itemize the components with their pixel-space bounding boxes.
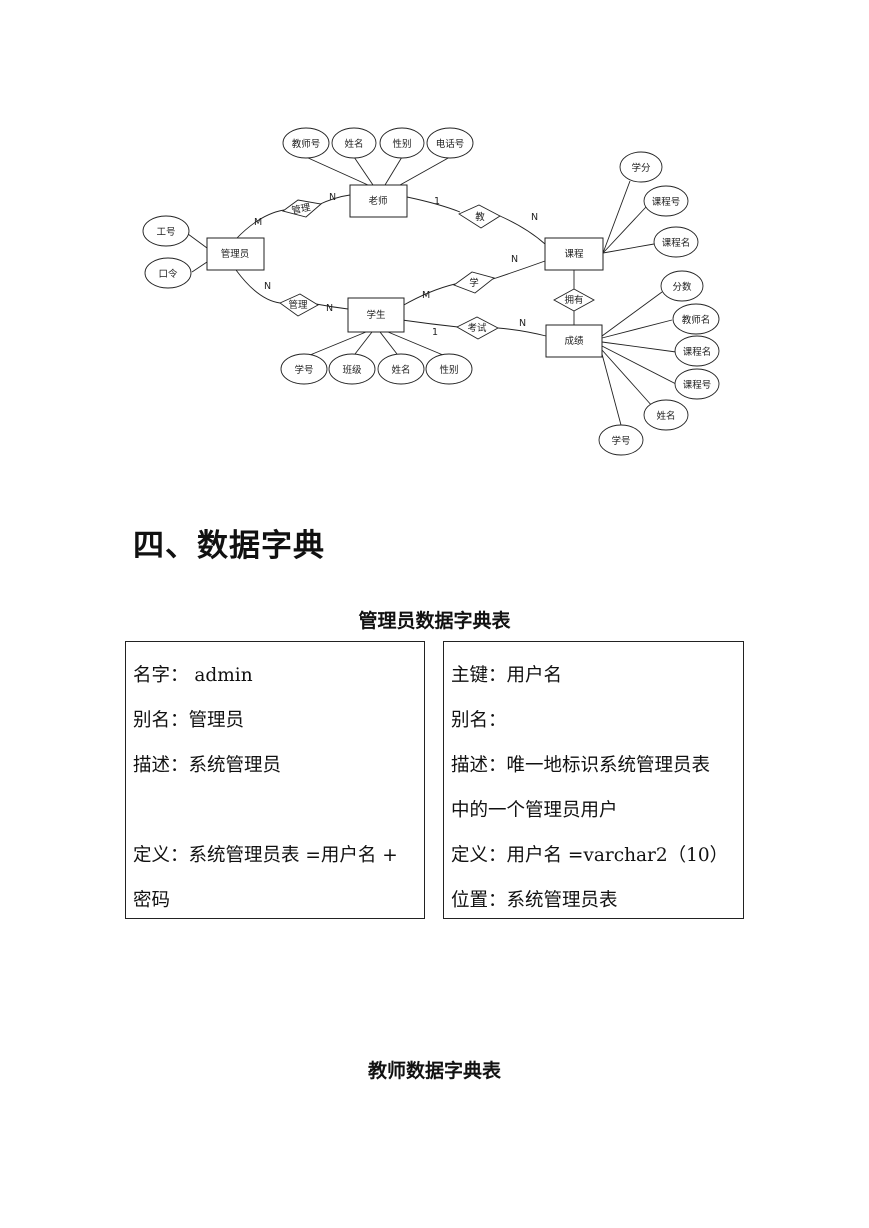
svg-text:考试: 考试 — [467, 322, 487, 334]
attr-grade-course-no-label: 课程号 — [683, 380, 712, 391]
er-diagram: 老师 管理员 学生 课程 成绩 管理 管理 教 学 拥有 考试 — [142, 127, 720, 456]
attr-course-credit — [619, 151, 663, 183]
teacher-table-title: 教师数据字典表 — [367, 1060, 501, 1082]
relationship-teach: 教 — [458, 204, 501, 229]
relationship-exam: 考试 — [456, 316, 499, 340]
card-admin-manage-teacher: M — [254, 217, 262, 228]
field-location: 位置：系统管理员表 — [451, 890, 618, 911]
entity-student: 学生 — [347, 297, 405, 333]
attr-grade-course-name-label: 课程名 — [683, 346, 712, 358]
admin-table-left-cell: 名字： admin 别名：管理员 描述：系统管理员 定义：系统管理员表 =用户名… — [125, 641, 425, 919]
attr-grade-teacher — [672, 303, 720, 335]
card-student-exam: 1 — [432, 327, 438, 338]
svg-text:管理: 管理 — [288, 299, 308, 311]
relationship-has: 拥有 — [553, 288, 595, 312]
entity-grade: 成绩 — [545, 324, 603, 358]
card-student-learn: M — [422, 290, 430, 301]
attr-admin-id — [142, 215, 190, 247]
attr-grade-score-label: 分数 — [672, 281, 692, 293]
svg-text:教: 教 — [475, 211, 485, 223]
attr-teacher-gender — [379, 127, 425, 159]
attr-admin-pwd — [144, 257, 192, 289]
entity-admin: 管理员 — [206, 237, 265, 271]
svg-text:成绩: 成绩 — [564, 335, 584, 347]
attr-student-name-label: 姓名 — [391, 364, 410, 376]
attr-admin-id-label: 工号 — [156, 227, 175, 238]
attr-student-gender-label: 性别 — [439, 364, 458, 376]
attr-teacher-gender-label: 性别 — [392, 138, 411, 150]
entity-teacher: 老师 — [349, 184, 408, 218]
field-description-right: 描述：唯一地标识系统管理员表 — [451, 755, 711, 776]
attr-course-name — [653, 226, 699, 258]
attr-grade-course-no — [674, 368, 720, 400]
card-manage-student: N — [326, 303, 333, 314]
svg-text:拥有: 拥有 — [564, 294, 583, 306]
attr-grade-teacher-label: 教师名 — [682, 314, 711, 326]
svg-text:管理: 管理 — [290, 201, 312, 217]
card-exam-grade: N — [519, 318, 526, 329]
field-alias: 别名：管理员 — [133, 710, 245, 731]
attr-teacher-id-label: 教师号 — [292, 138, 321, 150]
attr-grade-course-name — [674, 335, 720, 367]
attr-teacher-phone-label: 电话号 — [436, 138, 465, 150]
attr-grade-name — [643, 399, 689, 431]
attr-course-no-label: 课程号 — [652, 197, 681, 208]
attr-student-class — [328, 353, 376, 385]
admin-table-title: 管理员数据字典表 — [358, 610, 511, 632]
card-manage-teacher: N — [329, 192, 336, 203]
field-name: 名字： admin — [133, 665, 253, 686]
attr-student-no — [280, 353, 328, 385]
admin-table-right-cell: 主键：用户名 别名： 描述：唯一地标识系统管理员表 中的一个管理员用户 定义：用… — [443, 641, 744, 919]
relationship-manage-teacher: 管理 — [281, 199, 323, 218]
card-admin-manage-student: N — [264, 281, 271, 292]
entity-course: 课程 — [544, 237, 604, 271]
attr-student-gender — [425, 353, 473, 385]
attr-course-no — [643, 185, 689, 217]
relationship-manage-student: 管理 — [279, 293, 319, 317]
svg-text:学: 学 — [469, 277, 479, 289]
section-heading: 四、数据字典 — [133, 528, 325, 564]
field-definition-cont: 密码 — [133, 890, 171, 911]
attr-teacher-phone — [426, 127, 474, 159]
field-definition: 定义：系统管理员表 =用户名 + — [133, 845, 398, 866]
attr-student-name — [377, 353, 425, 385]
field-definition-right: 定义：用户名 =varchar2（10） — [451, 845, 729, 866]
attr-teacher-name-label: 姓名 — [344, 138, 363, 150]
attr-student-no-label: 学号 — [294, 364, 313, 376]
attr-grade-student-no-label: 学号 — [611, 435, 630, 447]
svg-text:课程: 课程 — [564, 249, 584, 260]
field-description: 描述：系统管理员 — [133, 755, 282, 776]
svg-text:老师: 老师 — [368, 195, 387, 207]
svg-text:管理员: 管理员 — [221, 248, 250, 260]
attr-teacher-id — [282, 127, 330, 159]
card-learn-course: N — [511, 254, 518, 265]
attr-teacher-name — [331, 127, 377, 159]
card-teach-course: N — [531, 212, 538, 223]
attr-course-credit-label: 学分 — [631, 162, 651, 174]
attr-admin-pwd-label: 口令 — [158, 268, 178, 280]
attr-grade-score — [660, 270, 704, 302]
card-teacher-teach: 1 — [434, 196, 440, 207]
attr-grade-name-label: 姓名 — [656, 410, 675, 422]
attr-course-name-label: 课程名 — [662, 237, 691, 249]
field-alias-right: 别名： — [451, 710, 507, 731]
field-primary-key: 主键：用户名 — [451, 665, 563, 686]
attr-student-class-label: 班级 — [342, 364, 362, 376]
field-description-right-cont: 中的一个管理员用户 — [451, 800, 618, 821]
attr-grade-student-no — [598, 424, 644, 456]
svg-text:学生: 学生 — [366, 309, 386, 321]
relationship-learn: 学 — [453, 271, 495, 294]
blank-line — [133, 788, 418, 833]
